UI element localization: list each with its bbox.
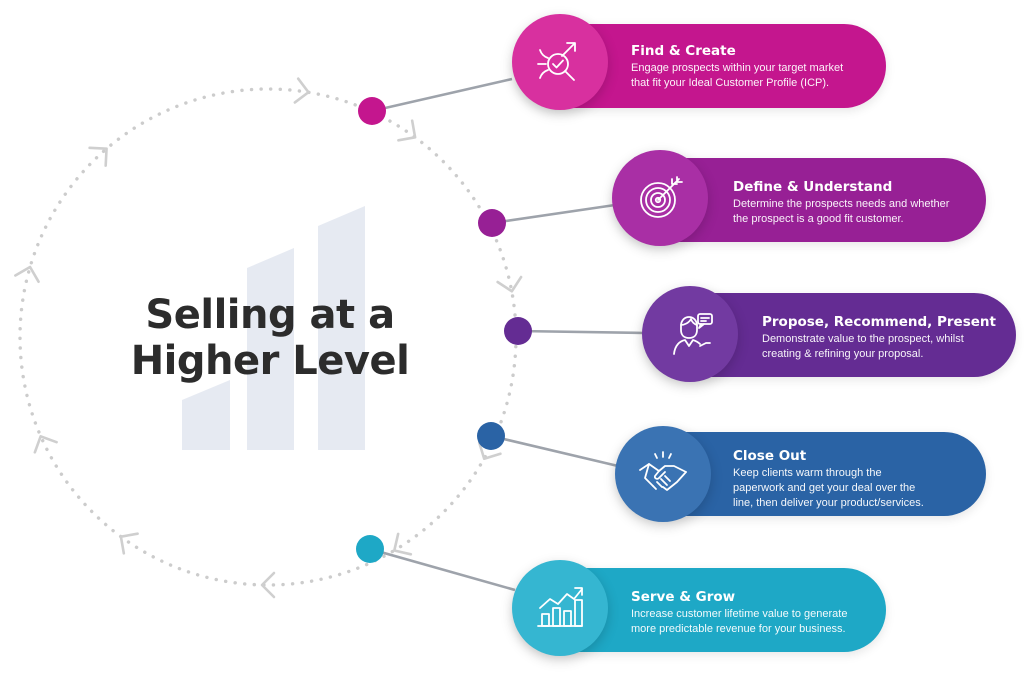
magnifier-target-icon [537,42,576,81]
description-line: Increase customer lifetime value to gene… [631,608,848,620]
step-text-propose-recommend-present: Propose, Recommend, Present Demonstrate … [762,313,996,362]
step-title: Define & Understand [733,179,893,195]
step-description: Increase customer lifetime value to gene… [631,607,847,637]
connectors [369,77,646,592]
bar-chart-watermark [182,206,365,450]
step-description: Engage prospects within your target mark… [631,61,843,91]
ring-dots [356,97,532,563]
ring-chevron [477,441,502,460]
description-line: Keep clients warm through the [733,467,882,479]
ring-chevron [393,532,413,556]
ring-chevrons [14,77,523,599]
watermark-bar [318,206,365,450]
ring-chevron [119,532,139,555]
step-title: Find & Create [631,43,736,59]
title-line-2: Higher Level [130,338,410,384]
description-line: that fit your Ideal Customer Profile (IC… [631,77,830,89]
step-description: Demonstrate value to the prospect, whils… [762,332,996,362]
description-line: the prospect is a good fit customer. [733,213,904,225]
growth-chart-icon [537,587,583,627]
step-badge-propose-recommend-present [642,286,738,382]
handshake-icon [639,451,687,491]
step-title: Close Out [733,448,807,464]
step-badge-close-out [615,426,711,522]
dartboard-icon [640,176,683,218]
step-badge-serve-grow [512,560,608,656]
description-line: Determine the prospects needs and whethe… [733,198,950,210]
ring-chevron [496,275,523,293]
connector-line [371,77,513,113]
step-badge-find-create [512,14,608,110]
ring-chevron [260,571,276,599]
step-description: Determine the prospects needs and whethe… [733,197,949,227]
step-badge-define-understand [612,150,708,246]
watermark-bar [182,380,230,450]
step-dot [356,535,384,563]
diagram-title: Selling at a Higher Level [120,292,420,384]
step-dot [478,209,506,237]
step-dot [504,317,532,345]
step-text-find-create: Find & Create Engage prospects within yo… [631,42,843,91]
ring-chevron [33,435,58,454]
description-line: creating & refining your proposal. [762,348,924,360]
description-line: paperwork and get your deal over the [733,482,916,494]
description-line: Engage prospects within your target mark… [631,62,844,74]
step-title: Propose, Recommend, Present [762,314,996,330]
watermark-bar [247,248,294,450]
ring-chevron [397,119,417,142]
description-line: more predictable revenue for your busine… [631,623,846,635]
step-description: Keep clients warm through the paperwork … [733,466,924,511]
step-dot [477,422,505,450]
ring-chevron [88,146,108,167]
step-text-close-out: Close Out Keep clients warm through the … [733,447,924,511]
ring-chevron [293,77,310,104]
connector-line [517,329,646,335]
step-text-serve-grow: Serve & Grow Increase customer lifetime … [631,588,847,637]
description-line: line, then deliver your product/services… [733,497,924,509]
title-line-1: Selling at a [145,292,395,338]
connector-line [490,434,619,468]
presenter-icon [673,313,713,355]
step-dot [358,97,386,125]
connector-line [491,203,616,225]
step-text-define-understand: Define & Understand Determine the prospe… [733,178,949,227]
ring-chevron [14,265,40,284]
description-line: Demonstrate value to the prospect, whils… [762,333,964,345]
connector-line [369,547,516,592]
step-title: Serve & Grow [631,589,736,605]
